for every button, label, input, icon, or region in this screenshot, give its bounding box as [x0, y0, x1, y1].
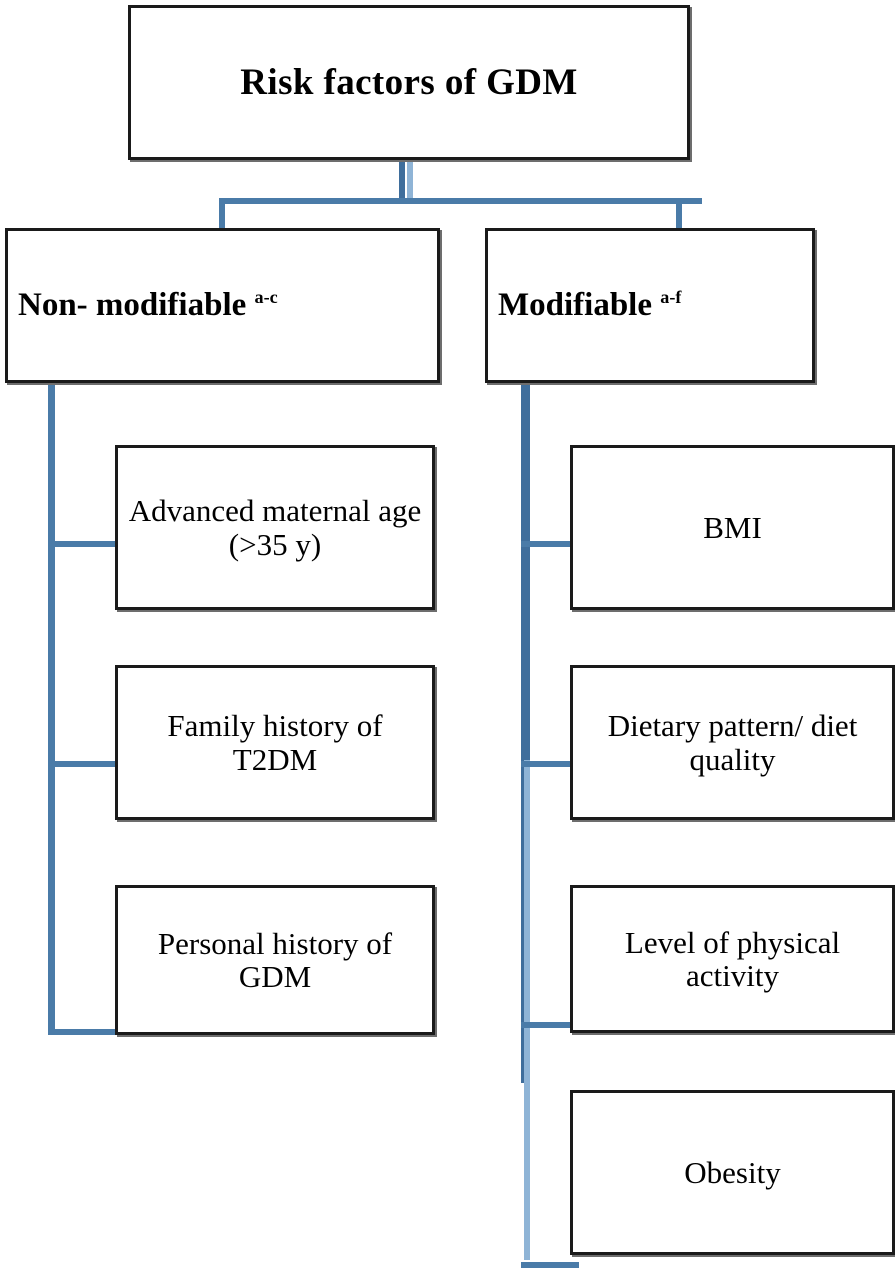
connector-to-modifiable — [676, 198, 682, 230]
node-advanced-maternal-age[interactable]: Advanced maternal age (>35 y) — [115, 445, 435, 610]
node-dietary-pattern[interactable]: Dietary pattern/ diet quality — [570, 665, 895, 820]
connector-right-branch-bmi — [521, 541, 579, 547]
connector-root-bus — [219, 198, 702, 204]
node-risk-factors-of-gdm[interactable]: Risk factors of GDM — [128, 5, 690, 160]
connector-left-branch-pgdm — [48, 1029, 120, 1035]
node-non-modifiable[interactable]: Non- modifiable a-c — [5, 228, 440, 383]
node-obesity[interactable]: Obesity — [570, 1090, 895, 1255]
connector-root-stem-ghost — [407, 160, 413, 198]
connector-right-spine-ghost — [524, 760, 530, 1260]
node-non-modifiable-superscript: a-c — [254, 287, 278, 308]
connector-left-branch-family — [48, 761, 120, 767]
node-family-history-t2dm[interactable]: Family history of T2DM — [115, 665, 435, 820]
node-advanced-maternal-age-label: Advanced maternal age (>35 y) — [128, 493, 422, 562]
node-modifiable-label: Modifiable a-f — [488, 287, 812, 323]
connector-right-branch-activity — [521, 1022, 579, 1028]
node-physical-activity[interactable]: Level of physical activity — [570, 885, 895, 1033]
node-dietary-pattern-label: Dietary pattern/ diet quality — [607, 708, 858, 777]
connector-root-stem — [399, 160, 405, 200]
connector-right-spine — [521, 383, 530, 1083]
connector-left-branch-age — [48, 541, 120, 547]
node-title-label: Risk factors of GDM — [240, 62, 578, 103]
node-modifiable-text: Modifiable — [498, 287, 652, 324]
node-obesity-label: Obesity — [684, 1154, 781, 1190]
node-bmi-label: BMI — [703, 509, 762, 545]
connector-left-spine — [48, 383, 55, 1035]
connector-to-non-modifiable — [219, 198, 225, 230]
node-non-modifiable-text: Non- modifiable — [18, 287, 247, 324]
connector-right-branch-obesity — [521, 1262, 579, 1268]
node-physical-activity-label: Level of physical activity — [624, 924, 841, 993]
node-modifiable[interactable]: Modifiable a-f — [485, 228, 815, 383]
connector-right-branch-diet — [521, 761, 579, 767]
node-personal-history-gdm-label: Personal history of GDM — [157, 925, 393, 994]
node-non-modifiable-label: Non- modifiable a-c — [8, 287, 437, 323]
node-family-history-t2dm-label: Family history of T2DM — [167, 708, 383, 777]
node-bmi[interactable]: BMI — [570, 445, 895, 610]
node-personal-history-gdm[interactable]: Personal history of GDM — [115, 885, 435, 1035]
node-modifiable-superscript: a-f — [660, 287, 682, 308]
